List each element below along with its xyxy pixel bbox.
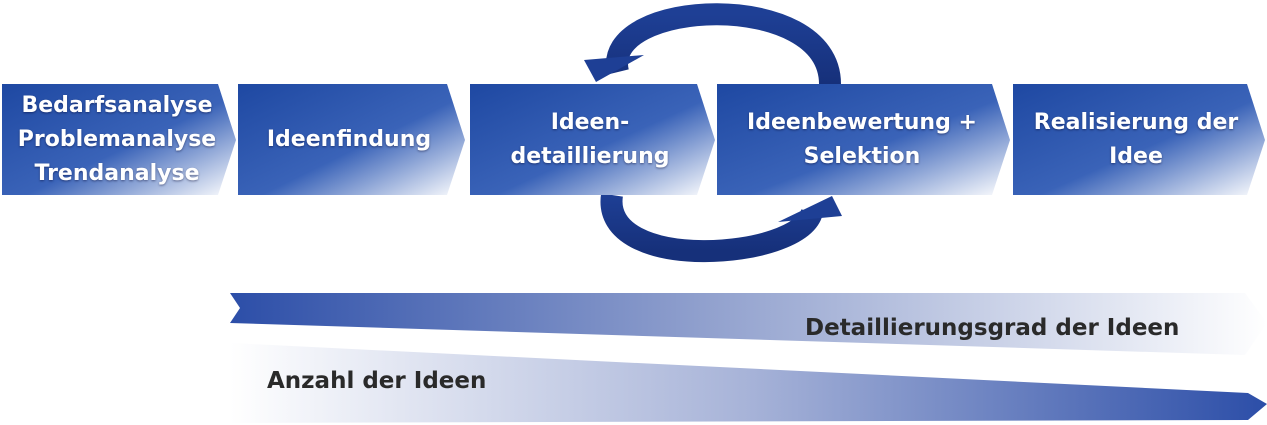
stage-label-4: Ideenbewertung + Selektion xyxy=(717,84,1007,195)
stage-label-line: Problemanalyse xyxy=(17,126,217,152)
cycle-arrow-top-icon xyxy=(584,3,841,86)
stage-label-line: Selektion xyxy=(803,143,921,169)
wedge-idea-count xyxy=(230,343,1267,423)
stage-shape-4 xyxy=(717,84,1010,195)
wedge-detail-level xyxy=(230,293,1267,355)
stage-label-2: Ideenfindung xyxy=(238,84,460,195)
stage-label-line: Ideenbewertung + xyxy=(747,109,977,135)
stage-label-line: Bedarfsanalyse xyxy=(21,92,213,118)
stage-label-line: Trendanalyse xyxy=(34,160,200,186)
stage-label-line: Realisierung der xyxy=(1033,109,1239,135)
stage-label-line: Idee xyxy=(1109,143,1163,169)
cycle-arrow-bottom-icon xyxy=(600,193,842,263)
stage-label-line: Ideenfindung xyxy=(266,126,432,152)
detail-level-label: Detaillierungsgrad der Ideen xyxy=(805,315,1180,341)
stage-shape-5 xyxy=(1013,84,1265,195)
idea-count-label: Anzahl der Ideen xyxy=(267,368,487,394)
stage-label-line: Ideen- xyxy=(550,109,630,135)
stage-label-3: Ideen-detaillierung xyxy=(470,84,710,195)
stage-shape-2 xyxy=(238,84,465,195)
stage-shape-1 xyxy=(2,84,236,195)
stage-label-line: detaillierung xyxy=(510,143,670,169)
stage-shape-3 xyxy=(470,84,715,195)
